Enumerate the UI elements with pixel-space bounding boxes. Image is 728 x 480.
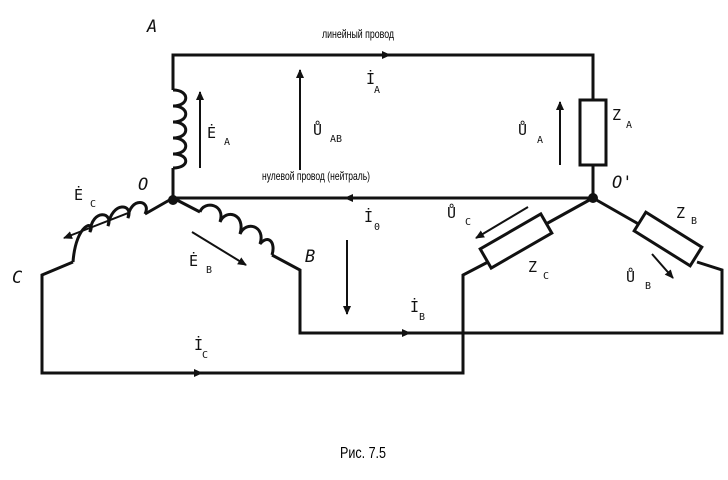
node-o-dot (168, 195, 178, 205)
uc-arrow (475, 206, 529, 239)
i0-sub: 0 (374, 222, 380, 233)
node-c-label: C (12, 268, 23, 288)
i0-label: İ (364, 207, 373, 226)
eb-arrow (191, 231, 247, 266)
neutral-wire-note: нулевой провод (нейтраль) (262, 169, 370, 183)
line-wire-note: линейный провод (322, 27, 394, 41)
load-zc-lead (545, 196, 594, 226)
ec-arrow (63, 212, 129, 239)
node-o-prime-dot (588, 193, 598, 203)
ib-sub: B (419, 312, 425, 323)
ia-label: İ (366, 69, 375, 88)
za-sub: A (626, 120, 632, 131)
ic-sub: C (202, 350, 208, 361)
phase-c-coil (71, 201, 148, 263)
ic-label: İ (194, 335, 203, 354)
za-label: Z (612, 106, 621, 124)
zc-label: Z (528, 258, 537, 276)
ua-label: Ů (518, 120, 527, 139)
ub-label: Ů (626, 267, 635, 286)
zc-sub: C (543, 271, 549, 282)
phase-b-coil (198, 203, 275, 256)
ea-sub: A (224, 137, 230, 148)
node-b-label: B (305, 247, 315, 267)
ec-label: Ė (74, 185, 83, 204)
node-o-prime-label: O' (612, 173, 632, 193)
uab-label: Ů (313, 120, 322, 139)
phase-a-wire (171, 53, 595, 198)
eb-label: Ė (189, 251, 198, 270)
ia-sub: A (374, 85, 380, 96)
ub-sub: B (645, 281, 651, 292)
phase-a-coil (172, 88, 188, 170)
ea-label: Ė (207, 123, 216, 142)
ib-label: İ (410, 297, 419, 316)
load-zc (478, 211, 554, 271)
load-zb-lead (592, 196, 643, 228)
eb-sub: B (206, 265, 212, 276)
load-zb (632, 210, 704, 268)
uab-sub: AB (330, 134, 342, 145)
load-za (578, 98, 608, 167)
figure-caption: Рис. 7.5 (340, 445, 386, 462)
zb-label: Z (676, 204, 685, 222)
ua-sub: A (537, 135, 543, 146)
ec-sub: C (90, 199, 96, 210)
zb-sub: B (691, 216, 697, 227)
node-a-label: A (146, 17, 157, 37)
node-o-label: O (138, 175, 148, 195)
ub-arrow (651, 253, 674, 279)
uc-sub: C (465, 217, 471, 228)
uc-label: Ů (447, 203, 456, 222)
